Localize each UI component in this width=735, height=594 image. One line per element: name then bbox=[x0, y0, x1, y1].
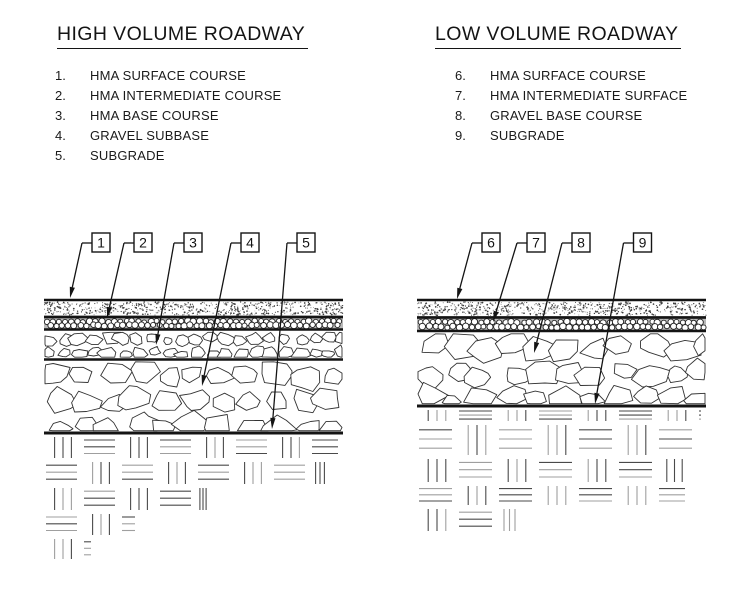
callout-number: 3 bbox=[189, 235, 197, 251]
arrowhead-icon bbox=[493, 310, 499, 322]
legend-item-number: 7. bbox=[455, 88, 466, 103]
legend-item-label: SUBGRADE bbox=[90, 148, 165, 163]
callout-number: 1 bbox=[97, 235, 105, 251]
callout-5: 5 bbox=[270, 232, 316, 429]
legend-item-number: 9. bbox=[455, 128, 466, 143]
legend-low-volume: LOW VOLUME ROADWAY 6. HMA SURFACE COURSE… bbox=[435, 24, 687, 146]
legend-item-label: HMA SURFACE COURSE bbox=[90, 68, 247, 83]
layer-hma-intermediate-course bbox=[43, 317, 343, 330]
layer-hma-base-course bbox=[44, 331, 343, 358]
low-volume-roadway-section: 6 7 8 9 bbox=[417, 232, 707, 531]
leader-line bbox=[108, 242, 125, 308]
layer-subgrade bbox=[46, 437, 338, 559]
callout-box bbox=[133, 232, 153, 253]
callout-6: 6 bbox=[457, 232, 501, 299]
callout-number: 5 bbox=[302, 235, 310, 251]
arrowhead-icon bbox=[457, 287, 463, 299]
callout-number: 2 bbox=[139, 235, 147, 251]
legend-item-number: 4. bbox=[55, 128, 66, 143]
arrowhead-icon bbox=[594, 392, 600, 404]
legend-item-label: HMA BASE COURSE bbox=[90, 108, 219, 123]
leader-line bbox=[71, 242, 83, 288]
arrowhead-icon bbox=[69, 286, 75, 298]
callout-number: 6 bbox=[487, 235, 495, 251]
legend-item: 8. GRAVEL BASE COURSE bbox=[455, 106, 687, 126]
high-volume-roadway-section: 1 2 3 4 5 bbox=[43, 232, 344, 559]
legend-item: 9. SUBGRADE bbox=[455, 126, 687, 146]
legend-item-number: 2. bbox=[55, 88, 66, 103]
legend-item-label: GRAVEL BASE COURSE bbox=[490, 108, 643, 123]
legend-item-number: 8. bbox=[455, 108, 466, 123]
legend-item: 1. HMA SURFACE COURSE bbox=[55, 66, 308, 86]
legend-item-label: SUBGRADE bbox=[490, 128, 565, 143]
leader-line bbox=[157, 242, 175, 335]
layer-subgrade bbox=[419, 410, 701, 531]
legend-item-label: GRAVEL SUBBASE bbox=[90, 128, 210, 143]
legend-item-number: 6. bbox=[455, 68, 466, 83]
callout-number: 7 bbox=[532, 235, 540, 251]
leader-line bbox=[495, 242, 518, 312]
legend-item: 4. GRAVEL SUBBASE bbox=[55, 126, 308, 146]
legend-high-volume: HIGH VOLUME ROADWAY 1. HMA SURFACE COURS… bbox=[55, 24, 309, 166]
legend-item-number: 3. bbox=[55, 108, 66, 123]
callout-8: 8 bbox=[534, 232, 591, 353]
callout-9: 9 bbox=[594, 232, 653, 404]
leader-line bbox=[272, 242, 288, 419]
legend-item-number: 1. bbox=[55, 68, 66, 83]
legend-item-label: HMA INTERMEDIATE COURSE bbox=[90, 88, 282, 103]
callout-box bbox=[183, 232, 203, 253]
legend-list-high-volume: 1. HMA SURFACE COURSE 2. HMA INTERMEDIAT… bbox=[55, 66, 308, 166]
arrowhead-icon bbox=[534, 341, 540, 353]
legend-item: 7. HMA INTERMEDIATE SURFACE bbox=[455, 86, 687, 106]
layer-hma-surface-course bbox=[43, 301, 344, 316]
callout-number: 9 bbox=[639, 235, 647, 251]
callout-1: 1 bbox=[69, 232, 111, 298]
layer-gravel-subbase bbox=[44, 361, 343, 432]
callout-number: 4 bbox=[246, 235, 254, 251]
legend-list-low-volume: 6. HMA SURFACE COURSE 7. HMA INTERMEDIAT… bbox=[435, 66, 687, 146]
arrowhead-icon bbox=[155, 333, 161, 345]
leader-line bbox=[536, 242, 563, 343]
layer-boundary-lines bbox=[44, 298, 343, 435]
callout-box bbox=[526, 232, 546, 253]
callout-box bbox=[91, 232, 111, 253]
callout-2: 2 bbox=[106, 232, 153, 318]
layer-hma-intermediate-surface bbox=[417, 317, 707, 332]
arrowhead-icon bbox=[270, 417, 276, 429]
section-title-low-volume: LOW VOLUME ROADWAY bbox=[435, 24, 682, 49]
callout-box bbox=[481, 232, 501, 253]
legend-item: 3. HMA BASE COURSE bbox=[55, 106, 308, 126]
callout-number: 8 bbox=[577, 235, 585, 251]
arrowhead-icon bbox=[201, 374, 207, 386]
leader-line bbox=[203, 242, 232, 376]
legend-item: 6. HMA SURFACE COURSE bbox=[455, 66, 687, 86]
callout-box bbox=[632, 232, 653, 253]
section-title-high-volume: HIGH VOLUME ROADWAY bbox=[57, 24, 309, 49]
callout-box bbox=[571, 232, 591, 253]
callout-7: 7 bbox=[493, 232, 546, 322]
arrowhead-icon bbox=[106, 306, 112, 318]
callout-4: 4 bbox=[201, 232, 260, 386]
layer-hma-surface-course bbox=[417, 301, 707, 317]
legend-item-number: 5. bbox=[55, 148, 66, 163]
legend-item: 2. HMA INTERMEDIATE COURSE bbox=[55, 86, 308, 106]
leader-line bbox=[459, 242, 473, 289]
legend-item-label: HMA INTERMEDIATE SURFACE bbox=[490, 88, 688, 103]
legend-item: 5. SUBGRADE bbox=[55, 146, 308, 166]
layer-gravel-base-course bbox=[417, 333, 706, 405]
callout-3: 3 bbox=[155, 232, 203, 345]
callout-box bbox=[240, 232, 260, 253]
legend-item-label: HMA SURFACE COURSE bbox=[490, 68, 647, 83]
leader-line bbox=[596, 242, 625, 394]
layer-boundary-lines bbox=[417, 298, 706, 408]
callout-box bbox=[296, 232, 316, 253]
